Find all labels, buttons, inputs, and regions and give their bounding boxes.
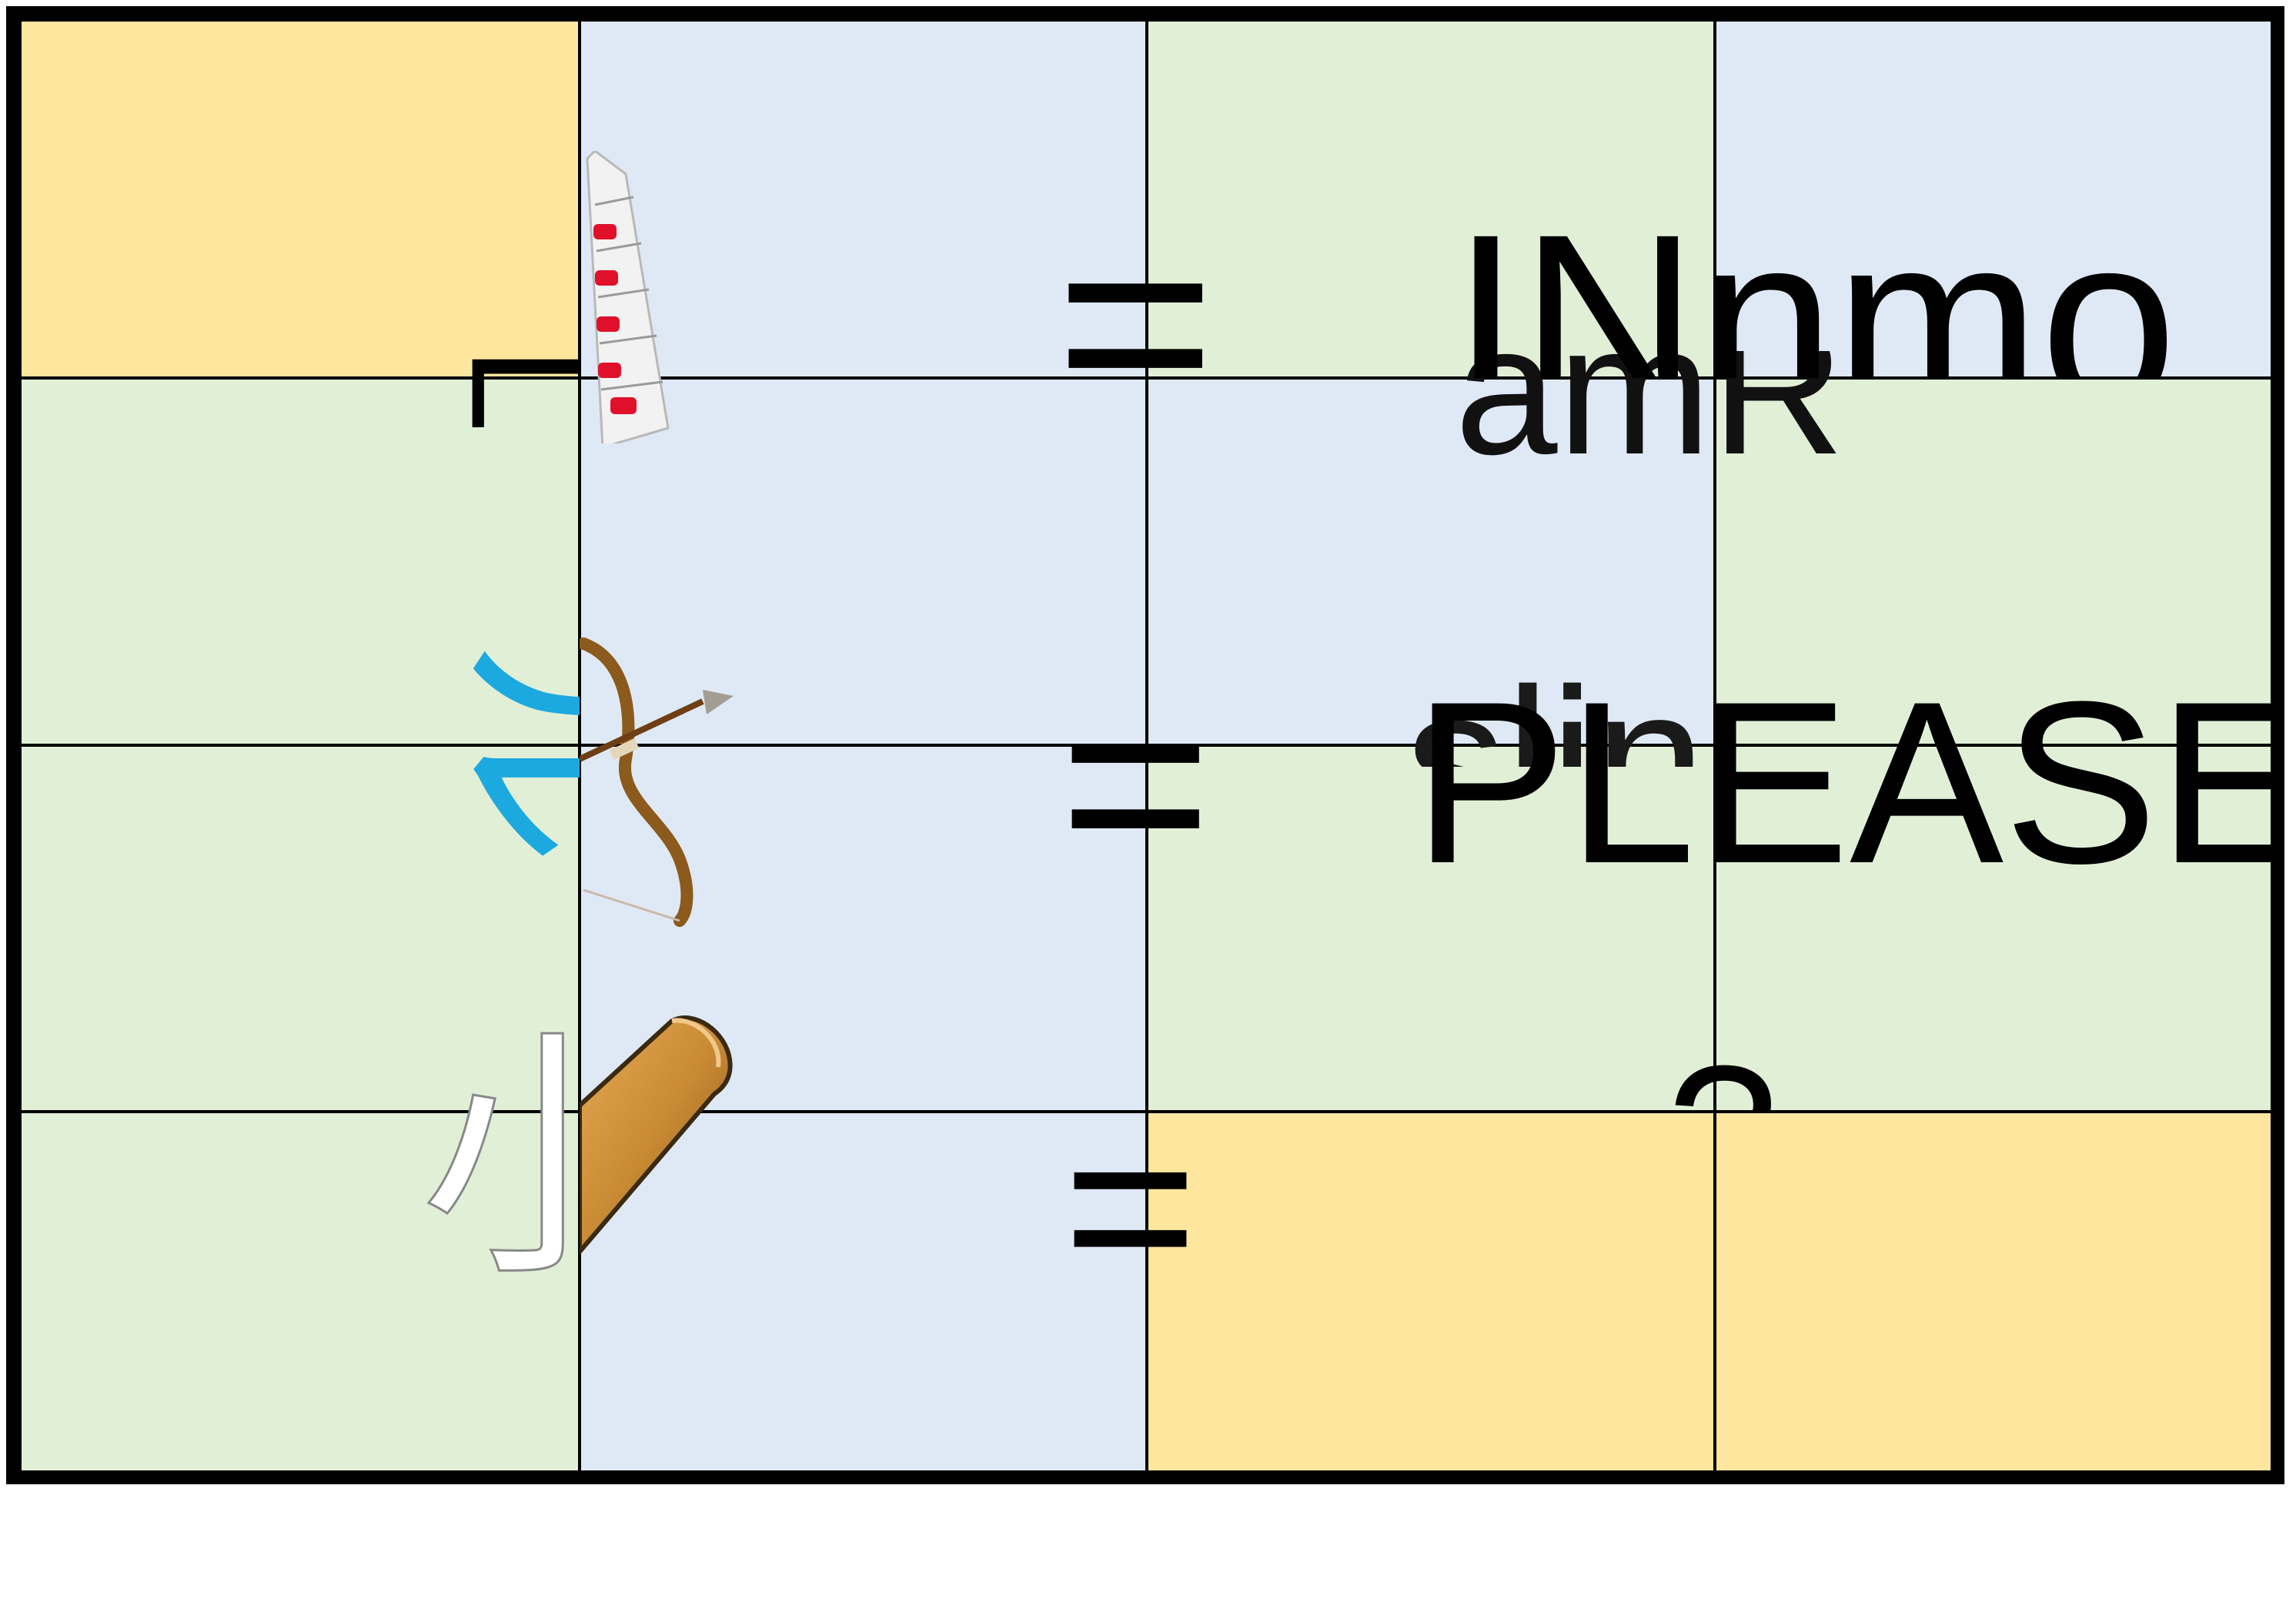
glyph-clip-row2: ル (420, 605, 580, 913)
ruler-icon (580, 149, 703, 449)
question-mark: ? (1667, 1036, 1779, 1112)
bow-and-arrow-icon (577, 628, 741, 936)
grid-cell (580, 20, 1147, 378)
grid-cell (1147, 378, 1715, 745)
partial-clip-row3: ? (1636, 1021, 1867, 1112)
grid-cell (1715, 20, 2271, 378)
grid-cell (1147, 20, 1715, 378)
glyph-clip-row3: 小 (405, 1021, 580, 1329)
grid-cell (20, 378, 580, 745)
word-row2: PLEASE (1413, 653, 2284, 912)
rotated-letter-glyph: L (439, 346, 580, 432)
kanji-glyph: 小 (419, 1028, 580, 1292)
grid-cell (1147, 745, 1715, 1112)
grid-cell (1147, 1112, 1715, 1470)
puzzle-board: L = amR INnmo ル (6, 6, 2284, 1484)
hidden-word-row2: sling (1405, 647, 1729, 767)
hidden-word-row1: amR (1455, 351, 1845, 482)
word-row1: INnmo (1452, 182, 2177, 378)
rotated-katakana-glyph: ル (429, 636, 580, 867)
grid-cell (20, 20, 580, 378)
word-clip-row1-front: INnmo (1405, 135, 2252, 378)
grid-cell (20, 745, 580, 1112)
grid-cell (1715, 378, 2271, 745)
equals-sign-row3: = (1063, 1076, 1198, 1335)
word-clip-row2-back: sling (1267, 636, 1729, 767)
wooden-stick-icon (577, 1013, 757, 1267)
equals-sign-row2: = (1059, 636, 1212, 928)
glyph-clip-row1: L (328, 313, 580, 559)
grid-cell (1715, 745, 2271, 1112)
grid-cell (20, 1112, 580, 1470)
word-clip-row1-back: amR (1147, 351, 1994, 482)
equals-sign-row1: = (1055, 176, 1216, 468)
grid-cell (1715, 1112, 2271, 1470)
grid-cell (580, 378, 1147, 745)
grid-cell (580, 1112, 1147, 1470)
